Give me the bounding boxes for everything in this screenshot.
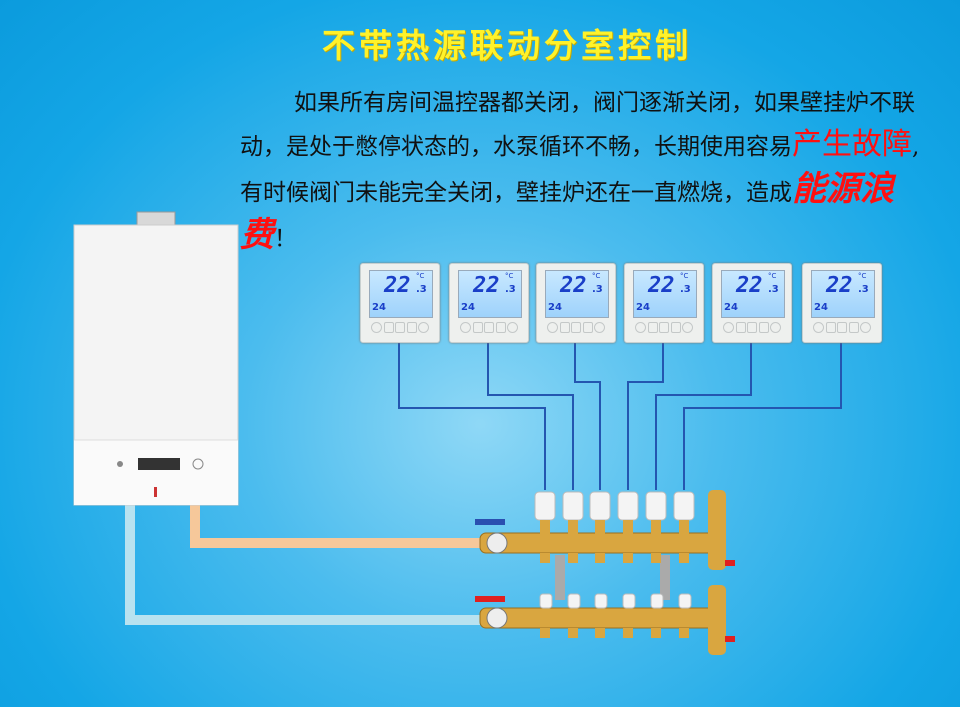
temperature-decimal: .3 bbox=[858, 284, 869, 295]
thermostat-3[interactable]: 22 °C .3 24 bbox=[536, 263, 616, 343]
thermostat-buttons[interactable] bbox=[723, 322, 781, 334]
set-temperature: 24 bbox=[548, 302, 562, 313]
thermostat-4[interactable]: 22 °C .3 24 bbox=[624, 263, 704, 343]
thermostat-buttons[interactable] bbox=[371, 322, 429, 334]
highlight-failure: 产生故障 bbox=[792, 127, 912, 162]
wall-hung-boiler bbox=[73, 211, 239, 506]
page-title: 不带热源联动分室控制 bbox=[322, 26, 692, 65]
thermostat-buttons[interactable] bbox=[460, 322, 518, 334]
thermostat-buttons[interactable] bbox=[547, 322, 605, 334]
paragraph-text-1: 如果所有房间温控器都关闭，阀门逐渐关闭，如果壁挂炉不联动，是处于憋停状态的，水泵… bbox=[240, 90, 915, 160]
temperature-unit: °C bbox=[858, 272, 867, 280]
thermostat-2[interactable]: 22 °C .3 24 bbox=[449, 263, 529, 343]
temperature-reading: 22 bbox=[560, 273, 587, 298]
temperature-reading: 22 bbox=[826, 273, 853, 298]
thermostat-buttons[interactable] bbox=[635, 322, 693, 334]
temperature-reading: 22 bbox=[384, 273, 411, 298]
temperature-decimal: .3 bbox=[592, 284, 603, 295]
thermostat-screen: 22 °C .3 24 bbox=[458, 270, 522, 318]
paragraph-text-2: ,有时候阀门未能完全关闭，壁挂炉还在一直燃烧，造成 bbox=[240, 134, 920, 206]
temperature-decimal: .3 bbox=[768, 284, 779, 295]
set-temperature: 24 bbox=[461, 302, 475, 313]
thermostat-screen: 22 °C .3 24 bbox=[633, 270, 697, 318]
thermostat-screen: 22 °C .3 24 bbox=[811, 270, 875, 318]
thermostat-screen: 22 °C .3 24 bbox=[545, 270, 609, 318]
thermometer-icon bbox=[486, 532, 508, 554]
boiler-display bbox=[138, 458, 180, 470]
thermostat-6[interactable]: 22 °C .3 24 bbox=[802, 263, 882, 343]
temperature-unit: °C bbox=[680, 272, 689, 280]
return-valve-handle bbox=[475, 596, 505, 602]
set-temperature: 24 bbox=[372, 302, 386, 313]
set-temperature: 24 bbox=[724, 302, 738, 313]
temperature-decimal: .3 bbox=[416, 284, 427, 295]
temperature-unit: °C bbox=[768, 272, 777, 280]
set-temperature: 24 bbox=[814, 302, 828, 313]
temperature-unit: °C bbox=[416, 272, 425, 280]
thermostat-5[interactable]: 22 °C .3 24 bbox=[712, 263, 792, 343]
thermostat-1[interactable]: 22 °C .3 24 bbox=[360, 263, 440, 343]
thermostat-screen: 22 °C .3 24 bbox=[721, 270, 785, 318]
control-wires bbox=[398, 341, 842, 490]
description-paragraph: 如果所有房间温控器都关闭，阀门逐渐关闭，如果壁挂炉不联动，是处于憋停状态的，水泵… bbox=[240, 82, 930, 260]
manifold bbox=[475, 490, 735, 655]
highlight-energy-waste: 能源浪费 bbox=[240, 169, 894, 255]
supply-valve-handle bbox=[475, 519, 505, 525]
temperature-decimal: .3 bbox=[680, 284, 691, 295]
temperature-reading: 22 bbox=[473, 273, 500, 298]
paragraph-text-3: ！ bbox=[274, 226, 297, 252]
temperature-reading: 22 bbox=[736, 273, 763, 298]
hot-supply-pipe bbox=[190, 505, 480, 548]
temperature-decimal: .3 bbox=[505, 284, 516, 295]
thermostat-screen: 22 °C .3 24 bbox=[369, 270, 433, 318]
temperature-reading: 22 bbox=[648, 273, 675, 298]
temperature-unit: °C bbox=[592, 272, 601, 280]
set-temperature: 24 bbox=[636, 302, 650, 313]
cold-return-pipe bbox=[125, 505, 480, 625]
thermostat-buttons[interactable] bbox=[813, 322, 871, 334]
temperature-unit: °C bbox=[505, 272, 514, 280]
